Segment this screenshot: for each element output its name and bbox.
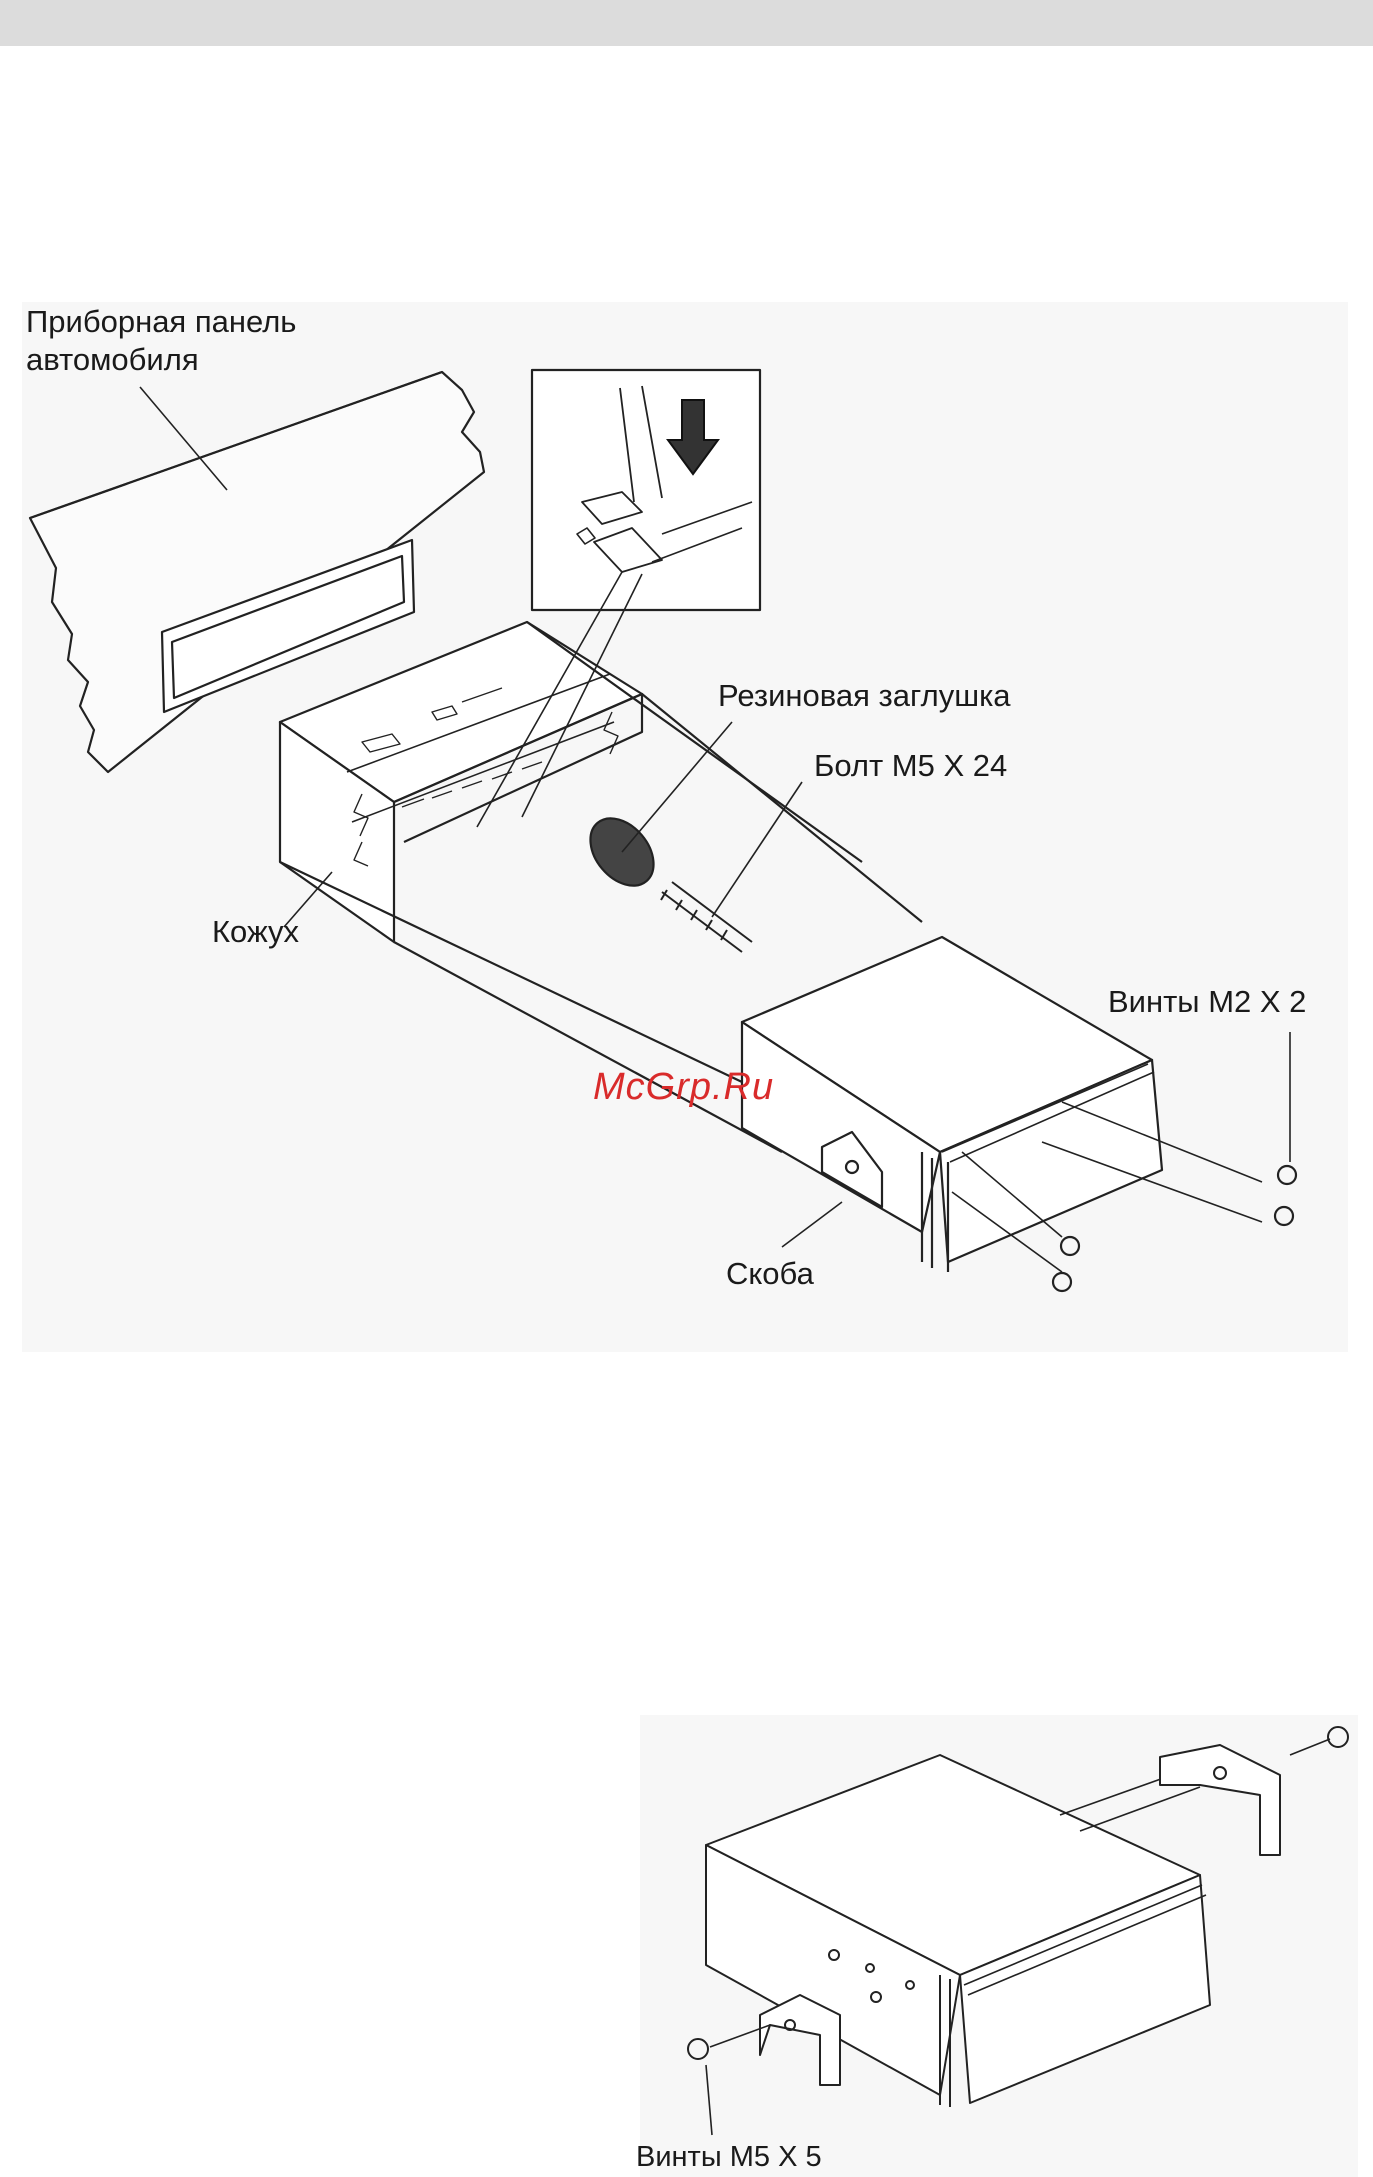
label-rubber-plug: Резиновая заглушка	[718, 678, 1011, 714]
label-screws-m2: Винты M2 X 2	[1108, 984, 1306, 1020]
page-header-bar	[0, 0, 1373, 46]
bracket-drawing	[640, 1715, 1358, 2177]
watermark-text: McGrp.Ru	[593, 1066, 774, 1109]
label-dashboard: Приборная панель	[26, 304, 296, 340]
label-screws-m5: Винты M5 X 5	[636, 2139, 822, 2175]
label-bracket: Скоба	[726, 1256, 814, 1292]
bracket-attachment-diagram: Винты M5 X 5	[640, 1715, 1358, 2177]
installation-diagram: Приборная панель автомобиля Резиновая за…	[22, 302, 1348, 1352]
label-bolt: Болт M5 X 24	[814, 748, 1007, 784]
label-sleeve: Кожух	[212, 914, 299, 950]
push-down-arrow-icon	[22, 302, 1348, 1352]
label-dashboard-line2: автомобиля	[26, 342, 199, 378]
